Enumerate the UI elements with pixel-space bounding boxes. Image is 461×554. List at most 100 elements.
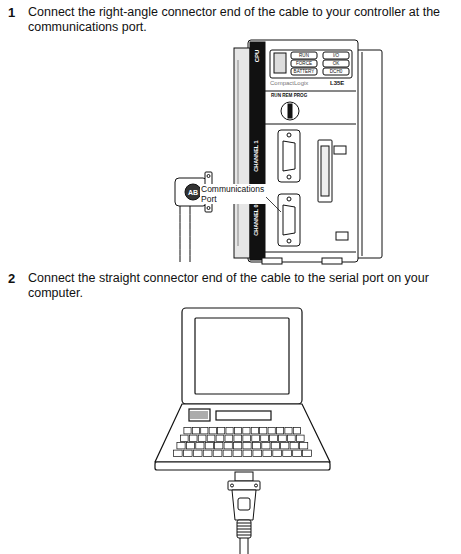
key — [189, 435, 197, 441]
led-window — [274, 53, 286, 73]
key — [201, 428, 208, 434]
laptop-lid — [182, 308, 302, 404]
key — [209, 428, 216, 434]
step-text: Connect the straight connector end of th… — [28, 271, 453, 301]
key — [173, 450, 182, 456]
key — [271, 443, 279, 449]
led-panel — [270, 50, 352, 78]
vent-line — [203, 411, 204, 419]
strain-relief — [237, 520, 251, 538]
led-label: DCH0 — [330, 69, 343, 74]
step-number: 1 — [8, 5, 15, 21]
side-edge — [362, 52, 363, 256]
led-box — [323, 52, 349, 59]
channel-1-port — [283, 141, 295, 171]
step-text: Connect the right-angle connector end of… — [28, 5, 453, 35]
key — [223, 450, 232, 456]
key — [260, 428, 267, 434]
led-box — [291, 52, 317, 59]
key — [226, 428, 233, 434]
laptop-front — [155, 462, 330, 470]
logo-text: AB — [188, 189, 198, 196]
vent-lines — [191, 411, 207, 419]
vent-line — [205, 411, 206, 419]
connector-flange — [228, 481, 260, 490]
led-box — [291, 68, 317, 75]
channel-0-port — [278, 194, 300, 246]
led-box — [291, 60, 317, 67]
channel-1-port — [278, 130, 300, 182]
led-label: FORCE — [296, 61, 312, 66]
vent — [189, 409, 210, 421]
foot — [262, 258, 282, 264]
connector-body — [232, 490, 256, 520]
port-label: CHANNEL 1 — [254, 140, 260, 171]
key — [203, 450, 212, 456]
key — [193, 450, 202, 456]
key — [300, 443, 308, 449]
cpu-band — [250, 42, 265, 260]
key — [216, 435, 224, 441]
model-name: L35E — [330, 80, 344, 87]
key — [243, 450, 252, 456]
module-label: CPU — [254, 50, 260, 63]
key — [180, 435, 188, 441]
divider — [265, 124, 356, 125]
screw — [207, 175, 210, 178]
product-name: CompactLogix — [270, 80, 308, 87]
key — [183, 450, 192, 456]
switch-positions: RUN REM PROG — [271, 93, 307, 99]
key — [296, 435, 304, 441]
key — [253, 450, 262, 456]
key — [215, 443, 223, 449]
card-latch — [334, 146, 346, 154]
controller-body — [248, 40, 358, 262]
key — [184, 428, 191, 434]
key — [262, 443, 270, 449]
key — [213, 450, 222, 456]
vent-line — [199, 411, 200, 419]
key — [234, 435, 242, 441]
rib — [237, 526, 251, 527]
controller-side — [356, 50, 382, 258]
key — [287, 435, 295, 441]
key — [279, 435, 287, 441]
key — [243, 428, 250, 434]
door-edge — [238, 60, 239, 246]
laptop — [155, 308, 330, 470]
key — [198, 435, 206, 441]
key-slot — [288, 104, 292, 118]
rib — [237, 523, 251, 524]
key — [270, 435, 278, 441]
key — [281, 443, 289, 449]
screw — [255, 484, 258, 487]
key — [205, 443, 213, 449]
key — [243, 435, 251, 441]
led-label: RUN — [299, 53, 309, 58]
card-slot — [318, 140, 332, 202]
port-label: CHANNEL 0 — [254, 204, 260, 235]
step-number: 2 — [8, 271, 15, 287]
key — [177, 443, 185, 449]
cable — [180, 206, 190, 262]
key — [303, 450, 312, 456]
channel-1-port — [278, 130, 300, 182]
channel-0-port — [278, 194, 300, 246]
rib — [237, 532, 251, 533]
key — [233, 450, 242, 456]
rib — [237, 535, 251, 536]
cable — [240, 538, 248, 554]
key — [293, 428, 300, 434]
key-switch — [281, 102, 299, 120]
connector-shell — [235, 472, 253, 481]
channel-0-port — [287, 239, 291, 243]
channel-1-port — [287, 133, 291, 137]
key — [251, 428, 258, 434]
straight-connector — [228, 472, 260, 554]
grip — [238, 498, 250, 510]
vent-line — [195, 411, 196, 419]
channel-0-port — [283, 205, 295, 235]
key — [290, 443, 298, 449]
keyboard — [173, 428, 311, 457]
key — [225, 435, 233, 441]
